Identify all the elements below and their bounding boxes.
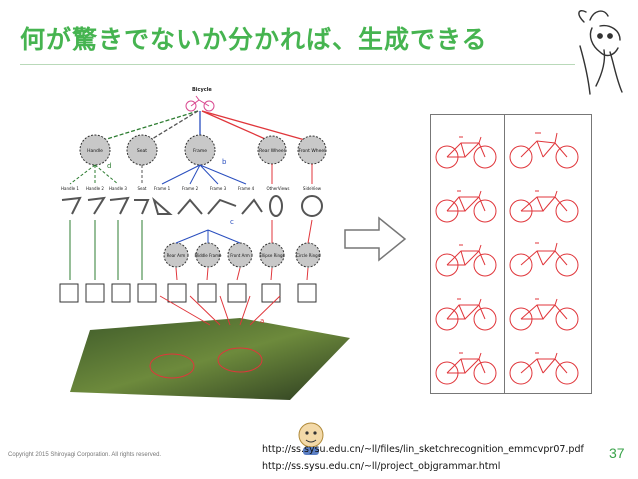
column-divider — [504, 115, 505, 393]
level1-label: Frame — [193, 148, 207, 154]
level2-label: Handle 1 — [61, 186, 79, 191]
level2-label: Frame 4 — [238, 186, 255, 191]
level2-label: Frame 3 — [210, 186, 227, 191]
level2-label: Frame 2 — [182, 186, 199, 191]
page-number: 37 — [609, 445, 625, 461]
sketch-strokes — [62, 196, 322, 216]
slide-title: 何が驚きでないか分かれば、生成できる — [20, 20, 488, 56]
part-label: Rear Arm — [167, 253, 186, 258]
bicycle-sketches — [431, 115, 591, 393]
level2-label: Seat — [137, 186, 146, 191]
level2-label: SideView — [303, 186, 322, 191]
level1-label: Rear Wheel — [259, 148, 285, 154]
root-label: Bicycle — [192, 87, 212, 93]
part-label: Front Arm — [230, 253, 250, 258]
reference-link[interactable]: http://ss.sysu.edu.cn/~ll/files/lin_sket… — [262, 441, 584, 458]
right-arrow-icon — [343, 216, 407, 262]
reference-link[interactable]: http://ss.sysu.edu.cn/~ll/project_objgra… — [262, 458, 584, 475]
edge-label-a: a — [260, 317, 264, 325]
reference-links: http://ss.sysu.edu.cn/~ll/files/lin_sket… — [262, 441, 584, 475]
edge-label-d: d — [107, 162, 111, 170]
level2-label: Handle 2 — [86, 186, 104, 191]
level1-label: Seat — [137, 148, 147, 154]
edge-label-b: b — [222, 158, 227, 166]
bicycle-grammar-diagram: Bicycle Handle Seat Frame Rear Wheel Fro… — [50, 80, 350, 410]
root-bicycle-icon — [186, 96, 214, 111]
edge-label-c: c — [230, 218, 234, 226]
level2-label: OtherViews — [267, 186, 290, 191]
goat-icon — [570, 6, 634, 98]
part-label: Circle Rings — [296, 253, 320, 258]
part-label: Ellipse Rings — [259, 253, 284, 258]
part-label: Middle Frame — [195, 253, 222, 258]
level1-label: Front Wheel — [299, 148, 326, 154]
copyright-text: Copyright 2015 Shiroyagi Corporation. Al… — [8, 452, 161, 458]
title-divider — [20, 64, 575, 65]
generated-bicycles-panel — [430, 114, 592, 394]
level2-label: Frame 1 — [154, 186, 171, 191]
level2-label: Handle 3 — [109, 186, 127, 191]
level1-label: Handle — [87, 148, 103, 154]
